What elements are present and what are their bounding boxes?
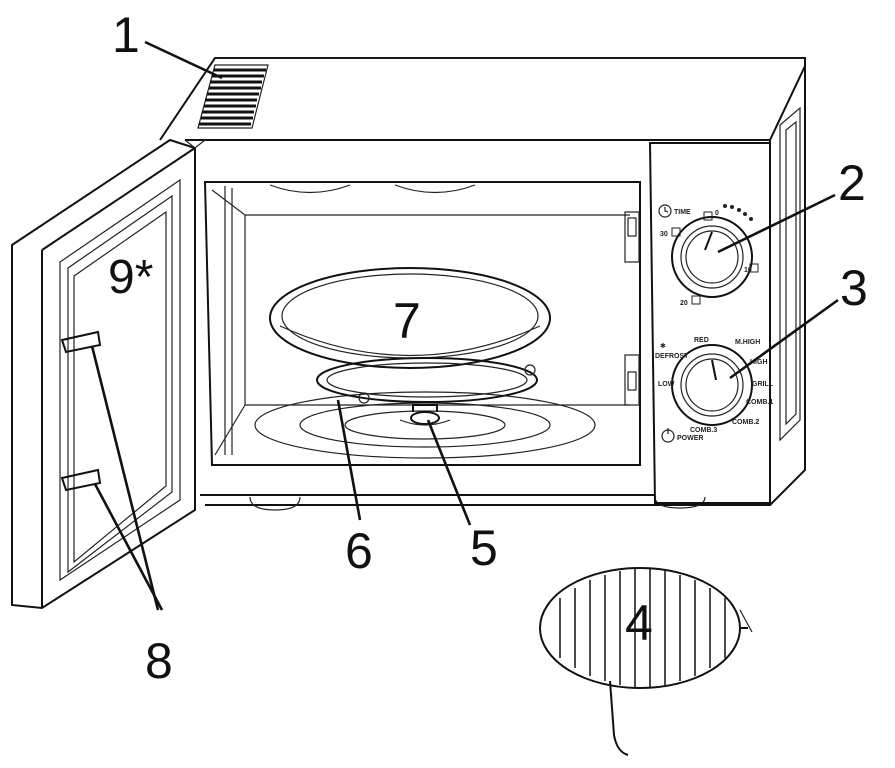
power-knob[interactable] [671,344,753,426]
callout-1: 1 [112,7,140,63]
ventilation-grille [197,64,269,129]
power-setting-comb3: COMB.3 [690,427,717,434]
power-setting-high: HIGH [750,359,768,366]
power-setting-red: RED [694,337,709,344]
clock-icon [658,204,672,218]
leader-lines [90,40,839,611]
glass-turntable-tray [269,267,551,369]
callout-9: 9* [108,251,153,304]
callout-4: 4 [625,595,653,651]
oven-body [159,57,806,511]
timer-knob[interactable] [671,216,753,298]
oven-door [11,138,206,610]
callout-5: 5 [470,520,498,576]
callout-3: 3 [840,260,868,316]
power-label: POWER [677,435,703,442]
timer-scale-ticks [671,204,759,305]
timer-label: TIME [674,209,691,216]
timer-mark-10: 10 [744,267,752,274]
snowflake-icon: ✱ [660,342,666,350]
timer-mark-0: 0 [715,210,719,217]
power-setting-mhigh: M.HIGH [735,339,760,346]
timer-mark-20: 20 [680,300,688,307]
power-setting-comb1: COMB.1 [746,399,773,406]
power-setting-low: LOW [658,381,675,388]
callout-7: 7 [393,293,421,349]
power-setting-grill: GRILL [752,381,774,388]
turntable-coupler [399,404,451,426]
power-setting-defrost: DEFROST [655,353,689,360]
control-panel: 30 20 10 0 TIME RED M.HIGH DEFROST LOW G… [648,142,774,504]
callout-2: 2 [838,155,866,211]
timer-mark-30: 30 [660,231,668,238]
door-safety-lock-hooks [60,330,102,492]
grill-rack [539,567,753,756]
roller-ring [316,357,538,404]
power-setting-comb2: COMB.2 [732,419,759,426]
callout-8: 8 [145,633,173,689]
callout-6: 6 [345,523,373,579]
